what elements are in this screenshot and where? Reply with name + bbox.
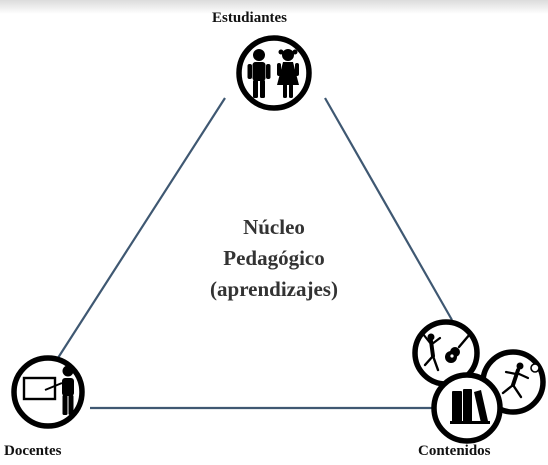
edge-left [46, 97, 226, 376]
contents-label: Contenidos [418, 443, 491, 459]
students-node [236, 35, 312, 111]
students-label: Estudiantes [212, 10, 288, 26]
top-shade [0, 0, 548, 14]
teacher-node [11, 355, 85, 429]
center-text: Núcleo Pedagógico (aprendizajes) [174, 212, 374, 305]
triangle-edges [46, 97, 453, 410]
teachers-label: Docentes [4, 443, 62, 459]
teacher-icon [22, 365, 74, 415]
content-node [412, 319, 546, 444]
center-line-3: (aprendizajes) [210, 277, 338, 301]
students-icon [247, 49, 299, 98]
center-line-1: Núcleo [243, 215, 305, 239]
center-line-2: Pedagógico [223, 246, 325, 270]
books-icon [431, 372, 503, 444]
edge-right [324, 97, 453, 321]
